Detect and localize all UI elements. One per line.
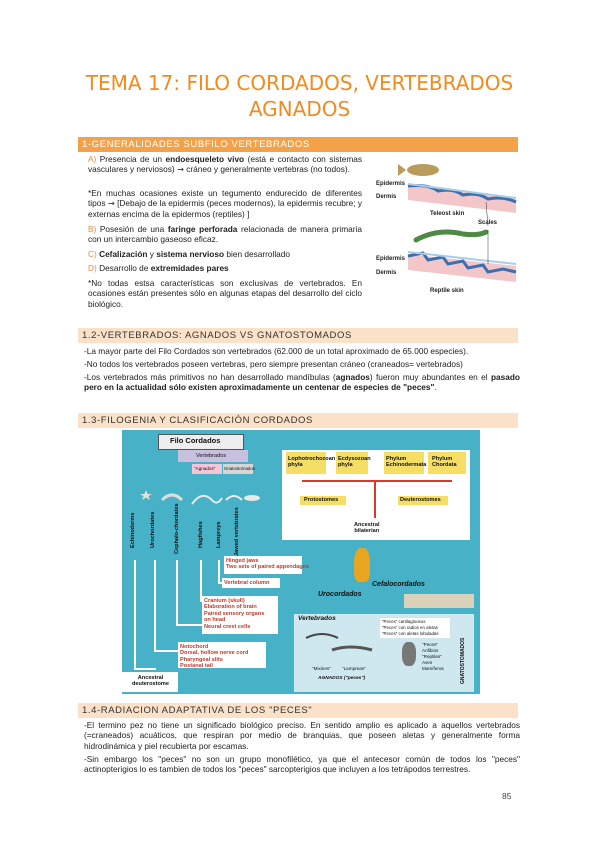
label-urocordados: Urocordados xyxy=(318,591,362,598)
item-d: D) Desarrollo de extremidades pares xyxy=(88,263,229,273)
page-number: 85 xyxy=(502,791,512,801)
label-chordata: Phylum Chordata xyxy=(432,456,457,469)
label-agnados-peces: AGNADOS ("peces") xyxy=(318,676,366,681)
section-heading-vertebrados: 1.2-VERTEBRADOS: AGNADOS VS GNATOSTOMADO… xyxy=(78,328,518,343)
paragraph-1-2-b: -No todos los vertebrados poseen vertebr… xyxy=(84,359,463,369)
label-reptiles: "Reptiles" xyxy=(422,654,442,659)
arrow-icon: → xyxy=(107,198,115,209)
arrow-icon: → xyxy=(177,164,184,175)
label-vertebrados-box: Vertebrados xyxy=(196,453,227,459)
label-lampreas: "Lampreas" xyxy=(342,666,366,671)
label-urochordates: Urochordates xyxy=(150,511,156,548)
label-dermis-1: Dermis xyxy=(376,194,397,200)
label-anfibios: Anfibios xyxy=(422,648,439,653)
label-hagfishes: Hagfishes xyxy=(198,521,204,548)
label-gnatostomados-box: Gnatostomados xyxy=(224,466,255,471)
paragraph-1-4-b: -Sin embargo los "peces" no son un grupo… xyxy=(84,754,520,775)
label-peces-cartilaginosos: "Peces" cartilaginosos xyxy=(382,619,426,624)
label-mamiferos: Mamíferos xyxy=(422,666,444,671)
label-jawed-vertebrates: Jawed vertebrates xyxy=(234,507,240,556)
note-caracteristicas: *No todas estsa características son excl… xyxy=(88,278,362,309)
note-tegumento: *En muchas ocasiones existe un tegumento… xyxy=(88,188,362,219)
label-vertebrados-panel: Vertebrados xyxy=(298,615,336,622)
label-notochord: Notochord Dorsal, hollow nerve cord Phar… xyxy=(180,644,249,670)
trait-vertebral-column xyxy=(222,578,280,588)
trait-hinged-jaws xyxy=(224,556,302,574)
title-line-2: AGNADOS xyxy=(248,97,351,121)
label-cranium: Cranium (skull) Elaboration of brain Pai… xyxy=(204,598,265,630)
page-title: TEMA 17: FILO CORDADOS, VERTEBRADOS AGNA… xyxy=(40,70,559,122)
box-filo-cordados xyxy=(158,434,244,450)
label-echinoderms: Echinoderms xyxy=(130,512,136,548)
label-filo-cordados: Filo Cordados xyxy=(170,436,221,445)
label-ancestral-bilaterian: Ancestral bilaterian xyxy=(354,522,380,535)
label-peces: "Peces" xyxy=(422,642,439,647)
label-teleost: Teleost skin xyxy=(430,211,465,217)
label-cefalocordados: Cefalocordados xyxy=(372,581,425,588)
box-agnados xyxy=(192,464,222,474)
label-lophotrochozoan: Lophotrochozoan phyla xyxy=(288,456,336,469)
cefalocordado-image xyxy=(404,594,474,608)
label-mixines: "Mixines" xyxy=(312,666,331,671)
agnatha-sketches xyxy=(305,633,373,652)
item-b: B) Posesión de una faringe perforada rel… xyxy=(88,224,362,245)
portrait-image xyxy=(402,642,416,666)
label-hinged-jaws: Hinged jaws Two sets of paired appendage… xyxy=(226,558,309,571)
label-epidermis-2: Epidermis xyxy=(376,256,406,262)
label-protostomes: Protostomes xyxy=(304,497,339,503)
paragraph-1-2-a: -La mayor parte del Filo Cordados son ve… xyxy=(84,346,469,356)
item-a: A) Presencia de un endoesqueleto vivo (e… xyxy=(88,154,362,175)
item-c: C) Cefalización y sistema nervioso bien … xyxy=(88,249,291,259)
letter-a: A) xyxy=(88,154,97,164)
skin-figure: Epidermis Dermis Teleost skin Scales Epi… xyxy=(368,158,518,308)
trait-notochord xyxy=(178,642,266,668)
label-dermis-2: Dermis xyxy=(376,270,397,276)
skin-illustration xyxy=(398,164,517,282)
label-lampreys: Lampreys xyxy=(216,521,222,548)
urochordate-image xyxy=(354,548,370,582)
box-vertebrados xyxy=(178,450,248,462)
label-scales: Scales xyxy=(478,220,498,226)
section-heading-generalidades: 1-GENERALIDADES SUBFILO VERTEBRADOS xyxy=(78,137,518,152)
paragraph-1-2-c: -Los vertebrados más primitivos no han d… xyxy=(84,372,520,393)
label-agnados-box: "Agnados" xyxy=(194,466,216,471)
paragraph-1-4-a: -El termino pez no tiene un significado … xyxy=(84,720,520,751)
trait-cranium xyxy=(202,596,278,634)
label-echinodermata: Phylum Echinodermata xyxy=(386,456,427,469)
label-peces-radios: "Peces" con radios en aletas xyxy=(382,625,438,630)
box-gnatostomados xyxy=(223,464,253,474)
section-heading-filogenia: 1.3-FILOGENIA Y CLASIFICACIÓN CORDADOS xyxy=(78,413,518,428)
label-peces-lobuladas: "Peces" con aletas lobuladas xyxy=(382,631,439,636)
animal-sketches xyxy=(140,490,260,505)
section-heading-radiacion: 1.4-RADIACION ADAPTATIVA DE LOS "PECES" xyxy=(78,703,518,718)
label-ecdysozoan: Ecdysozoan phyla xyxy=(338,456,371,469)
label-vertebral-column: Vertebral column xyxy=(224,580,270,586)
label-deuterostomes: Deuterostomes xyxy=(400,497,441,503)
ancestral-deuterostome-box xyxy=(122,672,178,692)
label-gnatostomados-vertical: GNATOSTOMADOS xyxy=(460,637,466,684)
label-cephalochordates: Cephalo-chordates xyxy=(174,503,180,554)
phylogeny-figure: Filo Cordados Vertebrados "Agnados" Gnat… xyxy=(122,430,480,694)
title-line-1: TEMA 17: FILO CORDADOS, VERTEBRADOS xyxy=(85,71,514,95)
label-reptile: Reptile skin xyxy=(430,288,464,294)
label-aves: Aves xyxy=(422,660,433,665)
label-ancestral-deuterostome: Ancestral deuterostome xyxy=(132,675,169,688)
label-epidermis-1: Epidermis xyxy=(376,181,406,187)
